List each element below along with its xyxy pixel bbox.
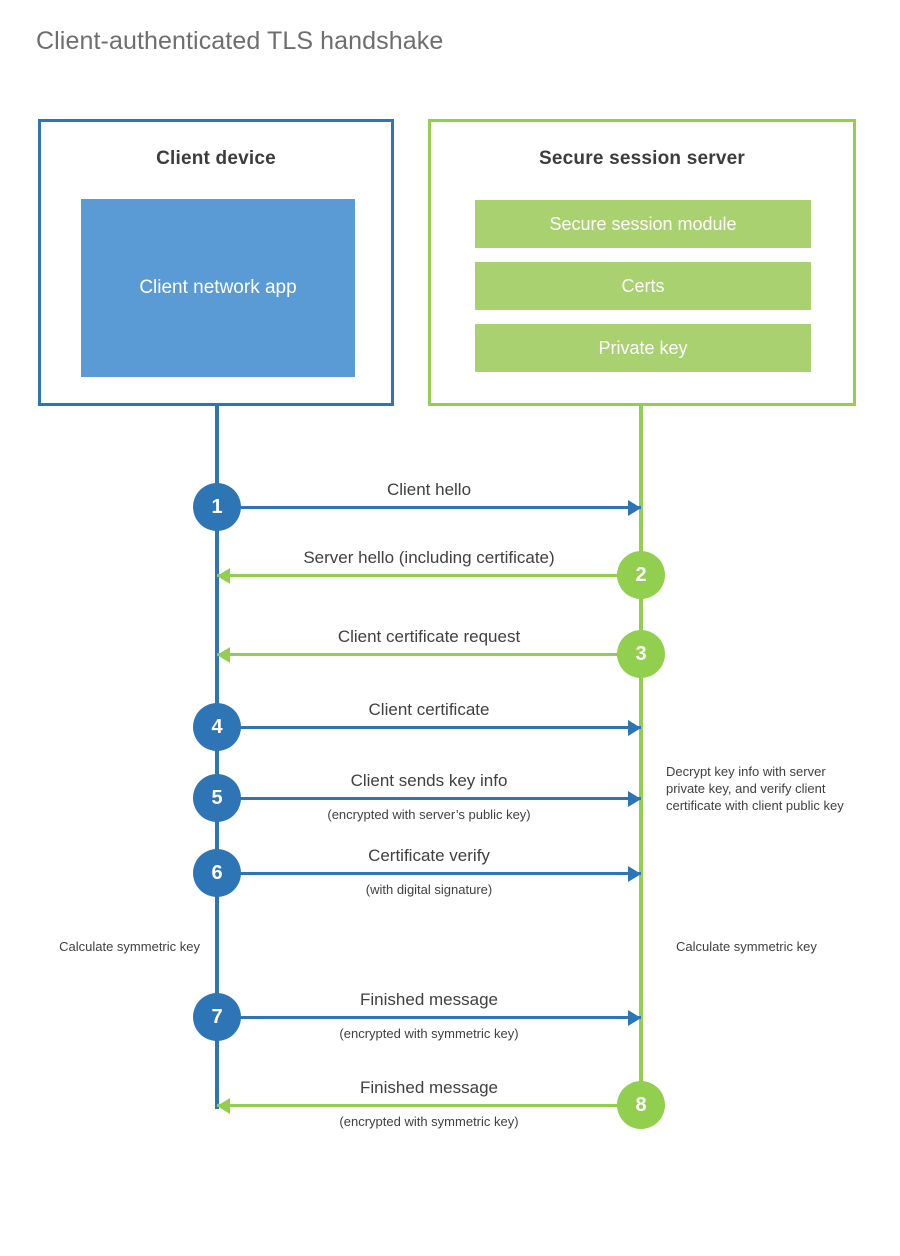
step-2-arrow-head bbox=[217, 568, 230, 584]
step-8-sublabel: (encrypted with symmetric key) bbox=[339, 1114, 519, 1129]
secure-session-server-box: Secure session server Secure session mod… bbox=[428, 119, 856, 406]
step-5-sublabel: (encrypted with server’s public key) bbox=[327, 807, 531, 822]
step-1-arrow-shaft bbox=[217, 506, 641, 509]
step-4-arrow-shaft bbox=[217, 726, 641, 729]
step-4-badge: 4 bbox=[193, 703, 241, 751]
step-2-badge: 2 bbox=[617, 551, 665, 599]
server-decrypt-annotation: Decrypt key info with server private key… bbox=[666, 764, 844, 813]
step-8-label: Finished message bbox=[360, 1078, 498, 1097]
step-5-label: Client sends key info bbox=[350, 771, 508, 790]
step-2-label: Server hello (including certificate) bbox=[303, 548, 555, 567]
server-component-secure-session-module: Secure session module bbox=[475, 200, 811, 248]
step-6-badge: 6 bbox=[193, 849, 241, 897]
step-1-badge: 1 bbox=[193, 483, 241, 531]
server-component-certs: Certs bbox=[475, 262, 811, 310]
step-7-badge: 7 bbox=[193, 993, 241, 1041]
step-3-label: Client certificate request bbox=[337, 627, 521, 646]
step-3-arrow-head bbox=[217, 647, 230, 663]
step-6-sublabel: (with digital signature) bbox=[365, 882, 493, 897]
step-4-label: Client certificate bbox=[368, 700, 490, 719]
client-device-title: Client device bbox=[156, 148, 276, 169]
step-8-badge: 8 bbox=[617, 1081, 665, 1129]
step-7-sublabel: (encrypted with symmetric key) bbox=[339, 1026, 519, 1041]
step-8-arrow-shaft bbox=[217, 1104, 641, 1107]
step-7-arrow-shaft bbox=[217, 1016, 641, 1019]
page-title: Client-authenticated TLS handshake bbox=[36, 27, 444, 55]
client-calculate-symmetric-key-note: Calculate symmetric key bbox=[59, 939, 200, 954]
client-device-box: Client device Client network app bbox=[38, 119, 394, 406]
secure-session-server-title: Secure session server bbox=[539, 148, 745, 169]
step-3-badge: 3 bbox=[617, 630, 665, 678]
step-6-label: Certificate verify bbox=[368, 846, 490, 865]
step-1-arrow-head bbox=[628, 500, 641, 516]
step-6-arrow-head bbox=[628, 866, 641, 882]
step-3-arrow-shaft bbox=[217, 653, 641, 656]
step-5-badge: 5 bbox=[193, 774, 241, 822]
step-5-arrow-head bbox=[628, 791, 641, 807]
step-6-arrow-shaft bbox=[217, 872, 641, 875]
server-lifeline bbox=[639, 403, 643, 1109]
step-8-arrow-head bbox=[217, 1098, 230, 1114]
step-4-arrow-head bbox=[628, 720, 641, 736]
server-component-private-key: Private key bbox=[475, 324, 811, 372]
client-network-app-box: Client network app bbox=[81, 199, 355, 377]
client-lifeline bbox=[215, 403, 219, 1109]
step-2-arrow-shaft bbox=[217, 574, 641, 577]
step-7-label: Finished message bbox=[360, 990, 498, 1009]
server-component-stack: Secure session module Certs Private key bbox=[475, 200, 811, 372]
step-5-arrow-shaft bbox=[217, 797, 641, 800]
step-1-label: Client hello bbox=[386, 480, 472, 499]
step-7-arrow-head bbox=[628, 1010, 641, 1026]
server-calculate-symmetric-key-note: Calculate symmetric key bbox=[676, 939, 817, 954]
